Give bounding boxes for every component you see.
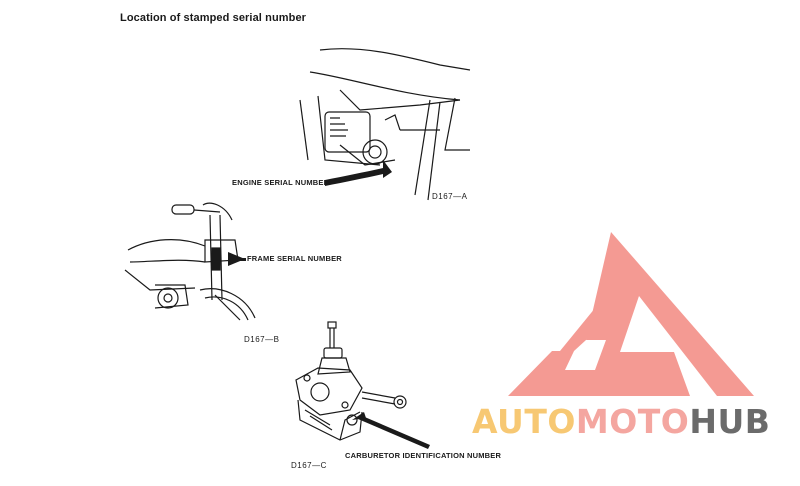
engine-figure-code: D167—A [432, 192, 468, 201]
carburetor-figure-code: D167—C [291, 461, 327, 470]
watermark-triangle-logo [508, 232, 754, 396]
carburetor-illustration [295, 321, 407, 441]
engine-serial-label: ENGINE SERIAL NUMBER [232, 178, 330, 187]
engine-arrow [325, 160, 392, 186]
wordmark-part-hub: HUB [689, 402, 771, 441]
engine-illustration [299, 48, 471, 201]
wordmark-part-moto: MOTO [575, 402, 690, 441]
frame-illustration [124, 202, 256, 321]
wordmark-part-auto: AUTO [472, 402, 576, 441]
carburetor-id-label: CARBURETOR IDENTIFICATION NUMBER [345, 451, 502, 460]
frame-serial-label: FRAME SERIAL NUMBER [247, 254, 342, 263]
frame-figure-code: D167—B [244, 335, 280, 344]
page-heading: Location of stamped serial number [120, 12, 307, 24]
watermark-wordmark: AUTOMOTOHUB [472, 402, 770, 441]
